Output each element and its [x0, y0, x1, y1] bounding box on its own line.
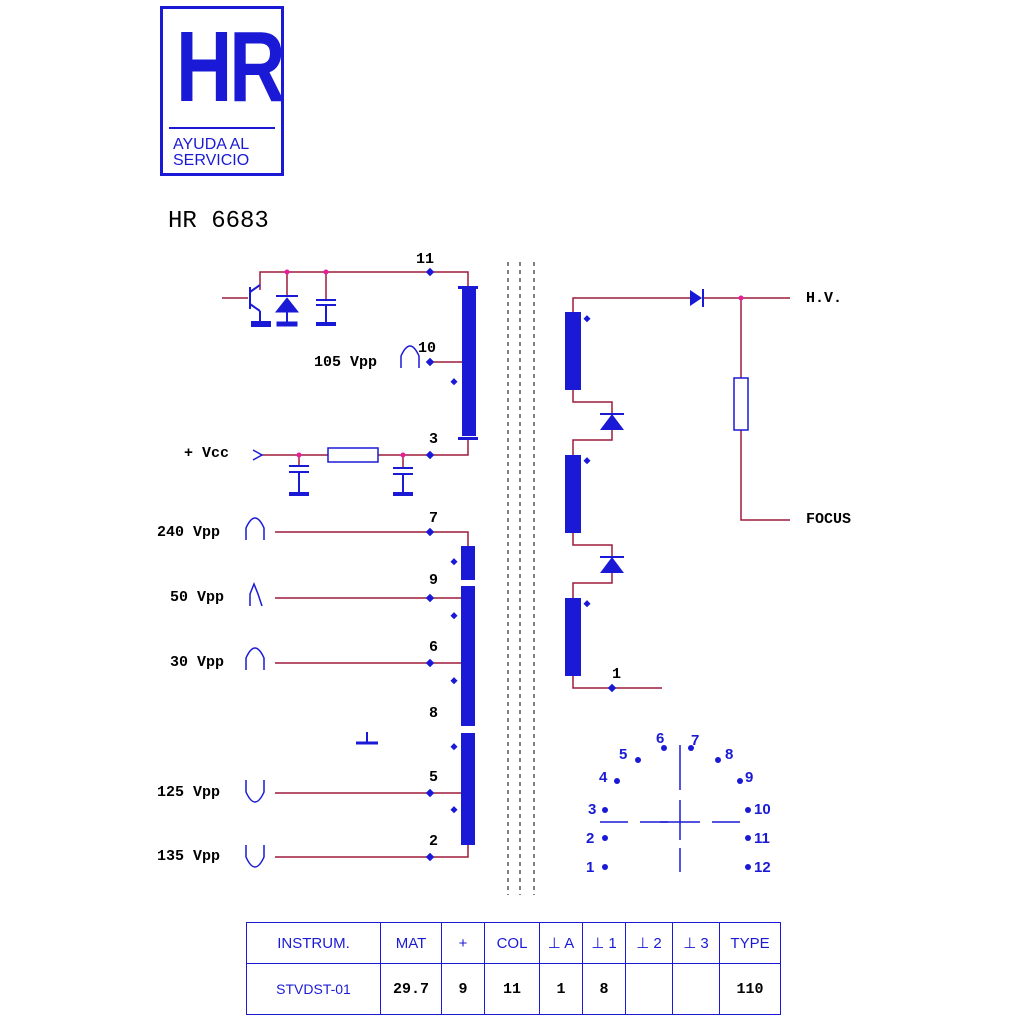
base-pin-10: 10 [754, 801, 771, 818]
pin-10: 10 [418, 340, 436, 357]
label-240vpp: 240 Vpp [157, 524, 220, 541]
spec-value [672, 963, 720, 1015]
spec-header: ⊥ 3 [672, 922, 720, 964]
label-135vpp: 135 Vpp [157, 848, 220, 865]
base-pin-8: 8 [725, 746, 733, 763]
waveform-icons [245, 345, 420, 868]
pin-8: 8 [429, 705, 438, 722]
pin-1: 1 [612, 666, 621, 683]
pin-3: 3 [429, 431, 438, 448]
spec-header: ⊥ 2 [625, 922, 673, 964]
hv-windings [565, 312, 581, 676]
ground-symbol [356, 732, 378, 745]
hv-diodes [600, 289, 704, 573]
base-pin-7: 7 [691, 732, 699, 749]
spec-header: ⊥ A [539, 922, 583, 964]
spec-header: MAT [380, 922, 442, 964]
pulse-icon [245, 647, 265, 670]
label-focus: FOCUS [806, 511, 851, 528]
transformer-core [507, 262, 535, 895]
spec-values-row: STVDST-01 29.7 9 11 1 8 110 [246, 963, 781, 1015]
winding-secondary-1 [461, 546, 475, 580]
spec-value: 29.7 [380, 963, 442, 1015]
transistor-symbol [222, 284, 271, 327]
base-pin-12: 12 [754, 859, 771, 876]
spec-value: 8 [582, 963, 626, 1015]
junction-dots [284, 269, 744, 458]
spec-value: 9 [441, 963, 485, 1015]
base-pin-2: 2 [586, 830, 594, 847]
pin-nodes [425, 267, 617, 862]
spec-header-row: INSTRUM. MAT + COL ⊥ A ⊥ 1 ⊥ 2 ⊥ 3 TYPE [246, 922, 781, 964]
spec-header: ⊥ 1 [582, 922, 626, 964]
spec-value: 1 [539, 963, 583, 1015]
spec-header: + [441, 922, 485, 964]
pulse-icon [245, 845, 265, 868]
winding-secondary-3 [461, 733, 475, 845]
part-number: HR 6683 [168, 208, 269, 235]
spec-value: STVDST-01 [246, 963, 381, 1015]
pin-6: 6 [429, 639, 438, 656]
polarity-dots [450, 315, 591, 814]
label-50vpp: 50 Vpp [170, 589, 224, 606]
vcc-resistor [327, 447, 379, 463]
logo-brand: HR [175, 11, 286, 123]
base-pin-4: 4 [599, 769, 608, 786]
base-pin-5: 5 [619, 746, 627, 763]
spec-table: INSTRUM. MAT + COL ⊥ A ⊥ 1 ⊥ 2 ⊥ 3 TYPE … [246, 922, 781, 1015]
logo-line1: AYUDA AL [173, 136, 250, 153]
label-105vpp: 105 Vpp [314, 354, 377, 371]
winding-secondary-2 [461, 586, 475, 726]
spec-header: INSTRUM. [246, 922, 381, 964]
pin-9: 9 [429, 572, 438, 589]
pin-11: 11 [416, 251, 434, 268]
base-pin-3: 3 [588, 801, 596, 818]
hv-winding-2 [565, 455, 581, 533]
label-30vpp: 30 Vpp [170, 654, 224, 671]
logo-line2: SERVICIO [173, 152, 250, 169]
hr-logo: HR AYUDA AL SERVICIO [160, 6, 286, 176]
base-pin-9: 9 [745, 769, 753, 786]
spec-header: TYPE [719, 922, 781, 964]
vcc-arrow [252, 449, 264, 461]
label-125vpp: 125 Vpp [157, 784, 220, 801]
focus-resistor [733, 377, 749, 431]
capacitors [289, 299, 413, 496]
spec-value [625, 963, 673, 1015]
base-pin-1: 1 [586, 859, 594, 876]
hv-winding-3 [565, 598, 581, 676]
pulse-icon [245, 780, 265, 803]
pin-5: 5 [429, 769, 438, 786]
pulse-icon [245, 517, 265, 540]
base-pin-11: 11 [754, 830, 770, 847]
label-hv: H.V. [806, 290, 842, 307]
primary-windings [458, 286, 478, 845]
pulse-icon [249, 581, 263, 607]
hv-winding-1 [565, 312, 581, 390]
spec-value: 11 [484, 963, 540, 1015]
logo-divider [169, 127, 275, 129]
label-vcc: + Vcc [184, 445, 229, 462]
pin-2: 2 [429, 833, 438, 850]
damper-diode [274, 295, 300, 327]
base-pinout: 1 2 3 4 5 6 7 8 9 10 11 12 [586, 730, 771, 876]
spec-header: COL [484, 922, 540, 964]
pulse-icon [400, 345, 420, 368]
winding-primary-top [462, 288, 476, 436]
pin-7: 7 [429, 510, 438, 527]
spec-value: 110 [719, 963, 781, 1015]
base-pin-6: 6 [656, 730, 664, 747]
